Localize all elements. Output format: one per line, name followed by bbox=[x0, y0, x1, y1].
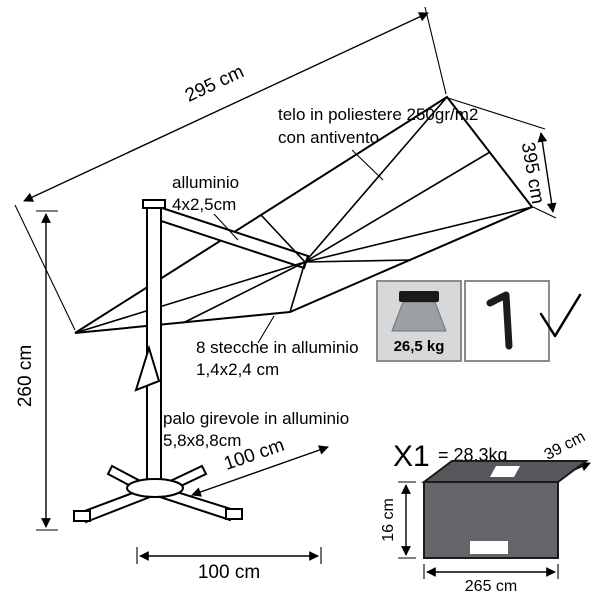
base-weight-icon bbox=[391, 291, 447, 332]
pointer-lines bbox=[213, 149, 384, 344]
base-weight-label: 26,5 kg bbox=[394, 338, 445, 355]
package-height-label: 16 cm bbox=[380, 498, 397, 542]
arm-label-line1: alluminio bbox=[172, 173, 239, 192]
base-weight-box: 26,5 kg bbox=[376, 280, 462, 362]
arm-label-line2: 4x2,5cm bbox=[172, 195, 236, 214]
pole-label-line2: 5,8x8,8cm bbox=[163, 431, 241, 450]
tilt-handle-shape bbox=[134, 344, 161, 392]
base-plate-shape bbox=[126, 478, 184, 498]
pole-cap-shape bbox=[142, 199, 166, 209]
ribs-label-line1: 8 stecche in alluminio bbox=[196, 338, 359, 357]
canopy-label-line1: telo in poliestere 250gr/m2 bbox=[278, 105, 478, 124]
package-label-front bbox=[470, 541, 508, 554]
dim-base-width-label: 100 cm bbox=[198, 562, 260, 583]
allen-key-icon bbox=[486, 291, 513, 350]
dimension-lines bbox=[14, 6, 557, 564]
dim-canopy-width-label: 295 cm bbox=[182, 61, 247, 106]
package-depth-label: 39 cm bbox=[542, 428, 588, 463]
ribs-label-line2: 1,4x2,4 cm bbox=[196, 360, 279, 379]
package-section: X1 = 28,3kg 39 cm 16 cm 265 cm bbox=[380, 428, 591, 595]
ribs-shape bbox=[74, 96, 533, 334]
canopy-label-line2: con antivento bbox=[278, 128, 379, 147]
package-quantity-label: X1 bbox=[393, 440, 430, 473]
package-label-top bbox=[490, 466, 520, 477]
dim-height-label: 260 cm bbox=[15, 345, 36, 407]
tools-box bbox=[464, 280, 582, 362]
checkmark-icon bbox=[539, 293, 582, 338]
pole-label-line1: palo girevole in alluminio bbox=[163, 409, 349, 428]
package-length-label: 265 cm bbox=[465, 578, 517, 595]
base-cross-shape bbox=[73, 464, 243, 524]
